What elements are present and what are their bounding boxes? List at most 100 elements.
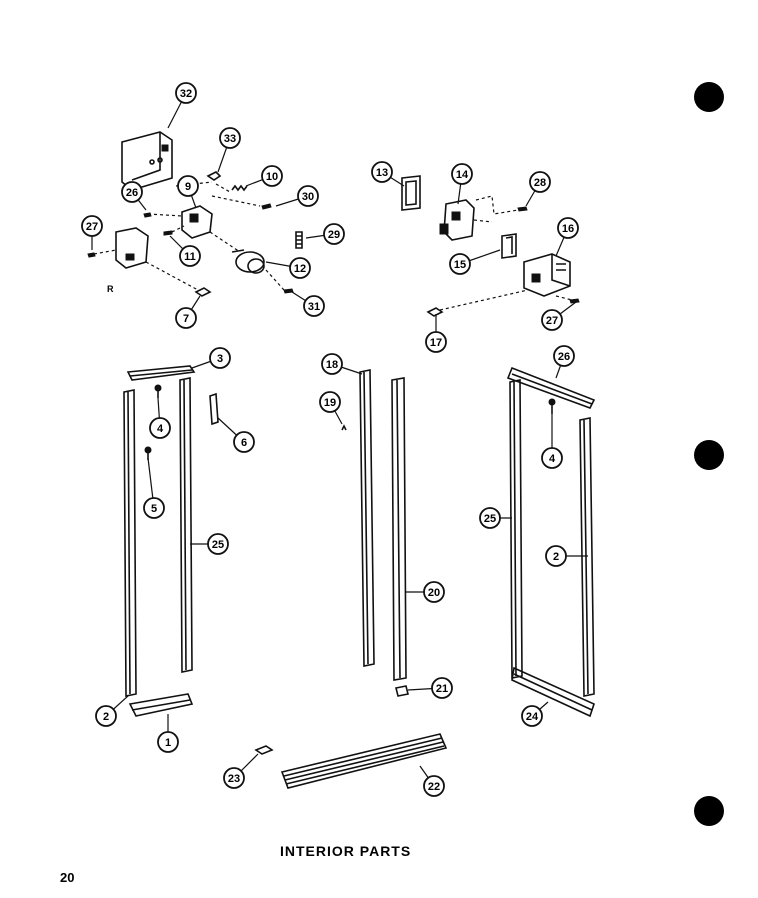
part-16-housing (523, 253, 571, 297)
callout-number: 19 (324, 397, 336, 409)
part-22-grille (280, 733, 448, 789)
callout-circle (529, 171, 551, 193)
part-7-clip (194, 287, 212, 297)
part-10-spring (231, 184, 248, 192)
callout-number: 33 (224, 133, 236, 145)
part-12-motor (231, 249, 265, 274)
callout-number: 17 (430, 337, 442, 349)
callout-circle (223, 767, 245, 789)
callout-circle (303, 295, 325, 317)
callout-1: 1 (157, 714, 179, 753)
callout-3: 3 (191, 347, 231, 369)
callout-circle (423, 775, 445, 797)
callout-circle (479, 507, 501, 529)
callout-circle (95, 705, 117, 727)
callout-11: 11 (169, 235, 201, 267)
part-14-switch (439, 199, 475, 241)
part-11-spring (295, 231, 303, 249)
callout-circle (371, 161, 393, 183)
callout-number: 20 (428, 587, 440, 599)
callout-circle (449, 253, 471, 275)
callout-circle (521, 705, 543, 727)
callout-number: 10 (266, 171, 278, 183)
part-27b-screw (569, 298, 580, 304)
callout-circle (289, 257, 311, 279)
callout-number: 15 (454, 259, 466, 271)
callout-circle (81, 215, 103, 237)
callout-15: 15 (449, 249, 501, 275)
callout-number: 14 (456, 169, 469, 181)
part-17-clip (426, 307, 444, 317)
callout-circle (157, 731, 179, 753)
callout-number: 27 (86, 221, 98, 233)
callout-circle (557, 217, 579, 239)
callout-26: 26 (553, 345, 575, 379)
part-housing-left (115, 227, 149, 269)
callout-number: 21 (436, 683, 448, 695)
callout-circle (553, 345, 575, 367)
callout-14: 14 (451, 163, 473, 205)
callout-number: 4 (549, 453, 556, 465)
part-29-pin (163, 230, 173, 236)
callout-20: 20 (406, 581, 445, 603)
part-15-block (501, 233, 517, 259)
binder-hole-middle (694, 440, 724, 470)
callout-circle (541, 309, 563, 331)
callout-number: 4 (157, 423, 164, 435)
callout-circle (297, 185, 319, 207)
callout-circle (233, 431, 255, 453)
callout-number: 18 (326, 359, 338, 371)
callout-circle (451, 163, 473, 185)
callout-number: 1 (165, 737, 171, 749)
callout-18: 18 (321, 353, 363, 375)
callout-number: 26 (126, 187, 138, 199)
callout-circle (319, 391, 341, 413)
callout-number: 26 (558, 351, 570, 363)
part-28-screw (517, 206, 528, 212)
part-9-bracket (181, 205, 213, 239)
callout-6: 6 (217, 417, 255, 453)
callout-circle (219, 127, 241, 149)
part-23-clip (254, 745, 274, 755)
callout-number: 25 (212, 539, 224, 551)
part-32-cover (121, 131, 173, 191)
callout-number: 11 (184, 251, 196, 263)
callout-31: 31 (291, 291, 325, 317)
callout-number: 32 (180, 88, 192, 100)
callout-number: 29 (328, 229, 340, 241)
callout-7: 7 (175, 295, 201, 329)
callout-2: 2 (95, 695, 129, 727)
callout-circle (175, 82, 197, 104)
callout-circle (149, 417, 171, 439)
callout-circle (545, 545, 567, 567)
callout-circle (175, 307, 197, 329)
callout-27: 27 (81, 215, 103, 250)
callout-circle (425, 331, 447, 353)
callout-number: 25 (484, 513, 496, 525)
callout-21: 21 (407, 677, 453, 699)
callout-25: 25 (190, 533, 229, 555)
callout-number: 30 (302, 191, 314, 203)
callout-circle (179, 245, 201, 267)
callout-circle (323, 223, 345, 245)
part-27-screw (87, 252, 96, 258)
callout-number: 6 (241, 437, 247, 449)
callout-circle (321, 353, 343, 375)
callout-28: 28 (525, 171, 551, 207)
callout-circle (121, 181, 143, 203)
callout-number: 23 (228, 773, 240, 785)
callout-27: 27 (541, 301, 577, 331)
part-31-screw (283, 288, 294, 294)
callout-circle (177, 175, 199, 197)
part-13-frame (401, 175, 421, 211)
center-mullion-assembly (341, 369, 409, 697)
callout-circle (209, 347, 231, 369)
callout-9: 9 (177, 175, 199, 209)
callout-13: 13 (371, 161, 405, 187)
callout-number: 27 (546, 315, 558, 327)
callout-30: 30 (275, 185, 319, 207)
callout-number: 16 (562, 223, 574, 235)
callout-number: 22 (428, 781, 440, 793)
